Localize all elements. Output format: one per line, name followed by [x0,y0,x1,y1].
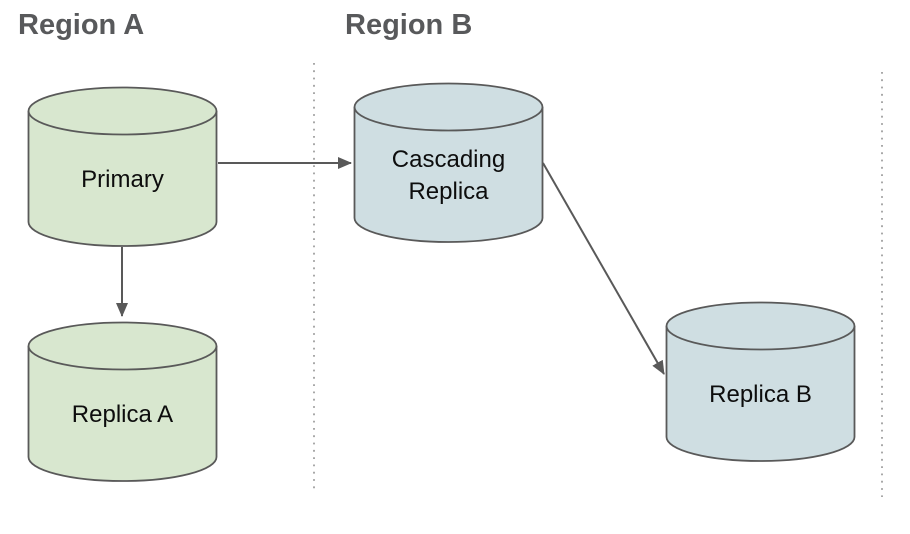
cylinder-body [27,111,218,247]
cylinder-body [353,107,544,243]
edge-cascading-replica-to-replica-b [542,162,665,375]
node-label-replica-b: Replica B [709,380,812,408]
node-primary: Primary [27,86,218,247]
cylinder-top [27,321,218,371]
node-replica-b: Replica B [665,301,856,462]
node-cascading-replica: Cascading Replica [353,82,544,243]
node-replica-a: Replica A [27,321,218,482]
node-label-replica-a: Replica A [71,400,174,428]
cylinder-body [27,346,218,482]
cylinder-top [353,82,544,132]
database-cylinder-icon [27,321,218,482]
node-label-primary: Primary [81,165,164,193]
database-cylinder-icon [27,86,218,247]
region-b-label: Region B [345,9,473,41]
node-label-cascading-replica: Cascading Replica [391,146,506,205]
region-a-label: Region A [18,9,145,41]
database-cylinder-icon [353,82,544,243]
cylinder-body [665,326,856,462]
cylinder-top [665,301,856,351]
database-cylinder-icon [665,301,856,462]
cylinder-top [27,86,218,136]
